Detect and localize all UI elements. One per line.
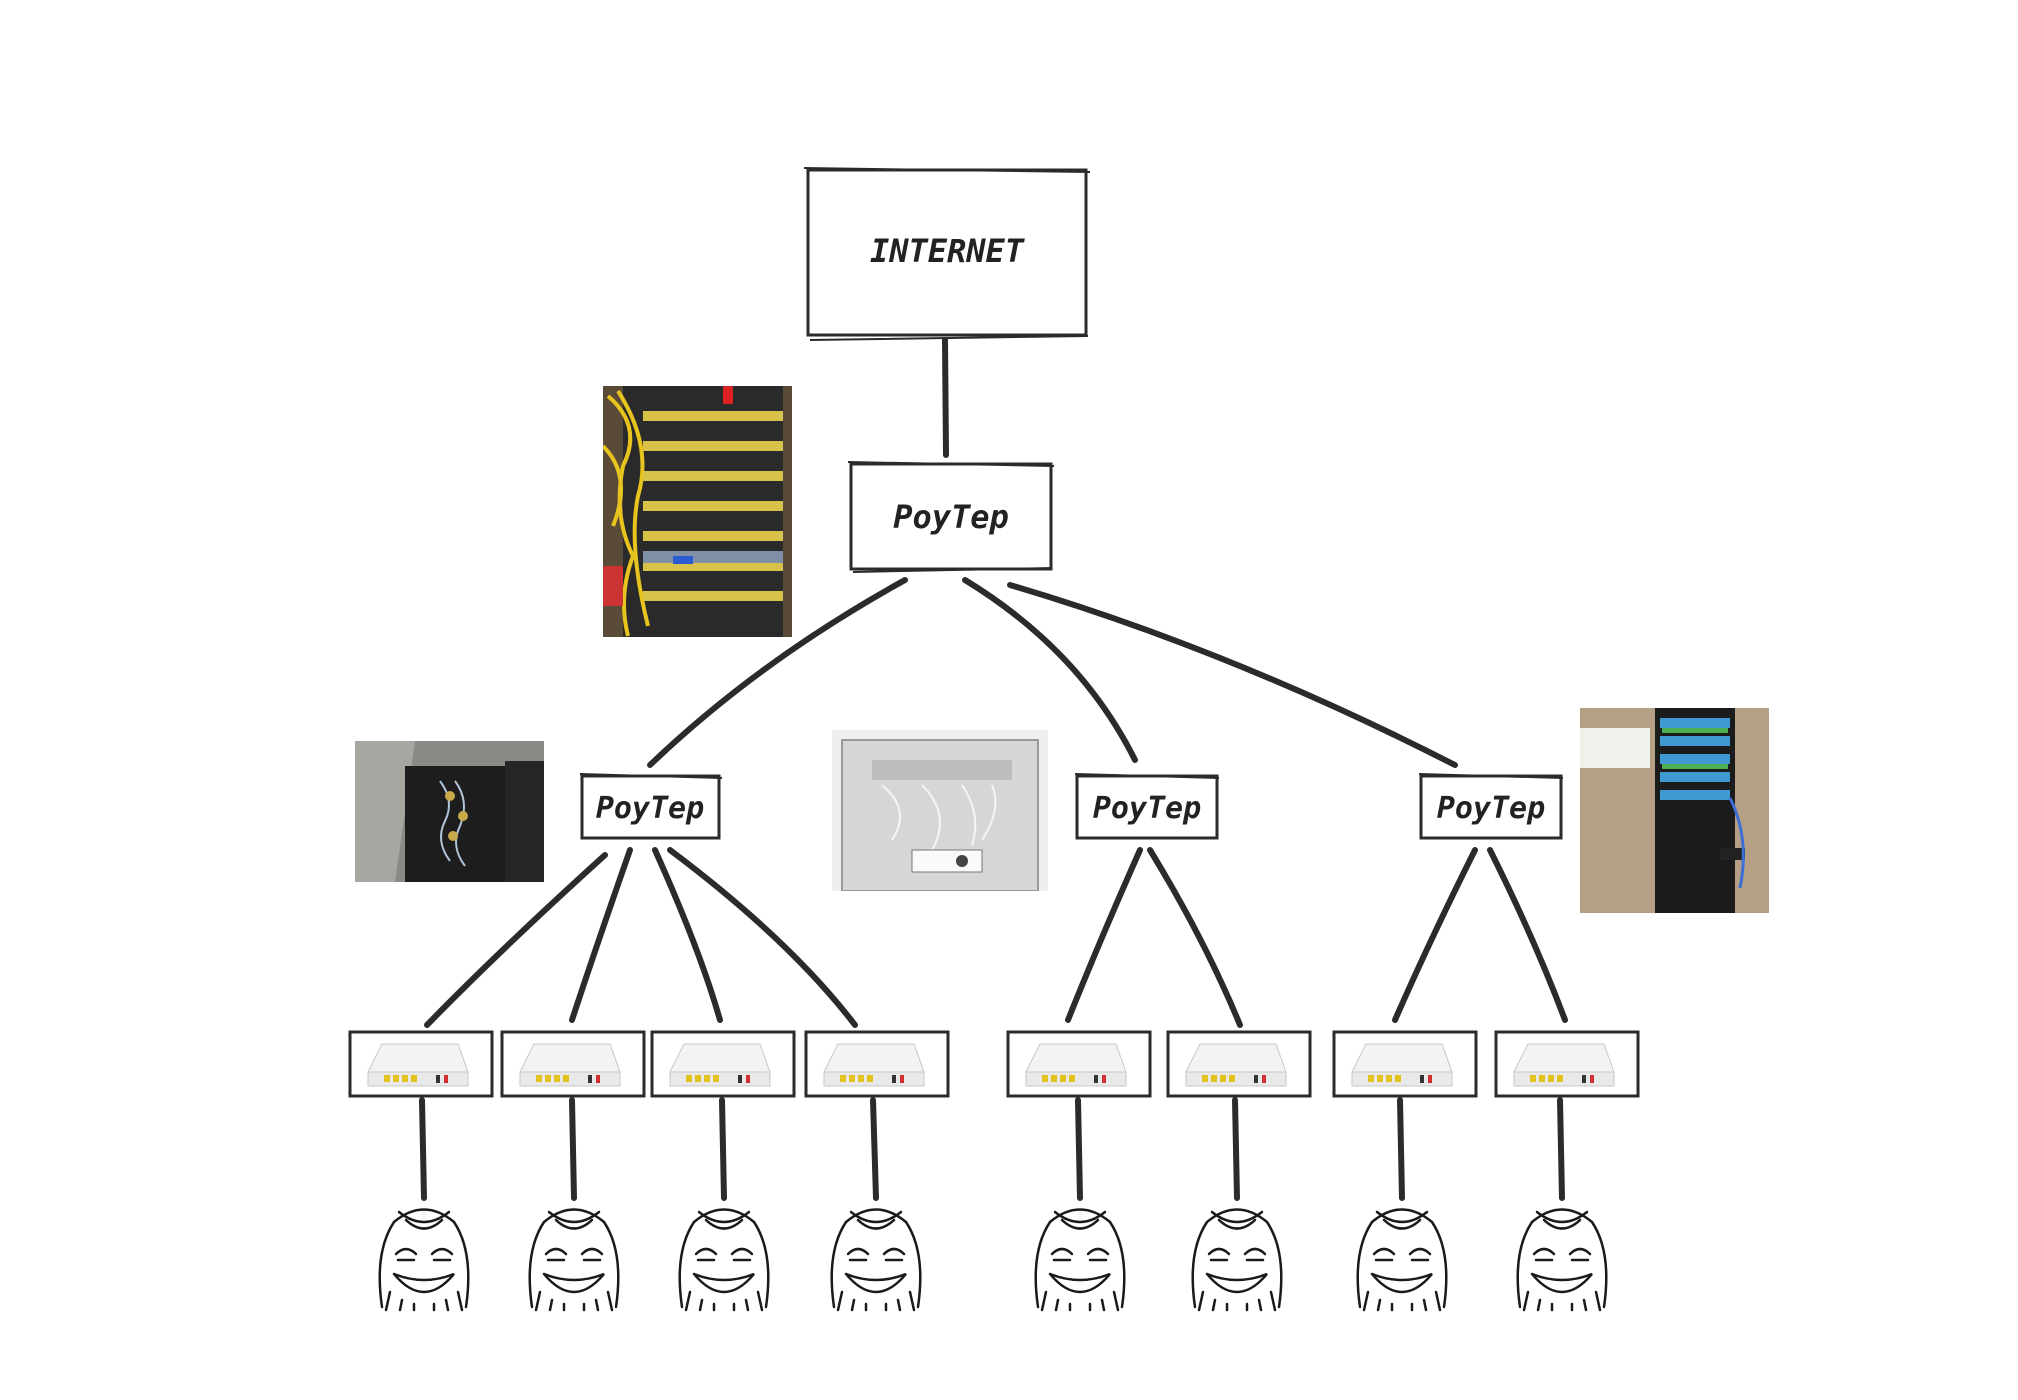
onu-modem-icon [1025, 1043, 1127, 1087]
modem-7 [1332, 1030, 1478, 1098]
line-modem-user-6 [1232, 1097, 1240, 1201]
onu-modem-icon [519, 1043, 621, 1087]
core-router-label: РоуТер [893, 498, 1009, 536]
line-r2-modem-5 [1065, 847, 1143, 1023]
line-core-router-1 [647, 577, 908, 768]
laughing-face-icon [1191, 1208, 1283, 1312]
modems-row [348, 1030, 1640, 1098]
laughing-face-icon [830, 1208, 922, 1312]
wall-network-box-photo [832, 730, 1048, 891]
laughing-face-icon [528, 1208, 620, 1312]
router-label-2: РоуТер [1093, 791, 1201, 826]
line-r1-modem-2 [569, 847, 633, 1023]
router-node-2: РоуТер [1074, 773, 1220, 840]
line-modem-user-2 [569, 1097, 577, 1201]
onu-modem-icon [1185, 1043, 1287, 1087]
line-internet-core [942, 337, 949, 458]
line-r3-modem-8 [1487, 847, 1568, 1023]
line-r1-modem-1 [424, 852, 608, 1028]
line-modem-user-8 [1557, 1097, 1565, 1201]
line-modem-user-1 [419, 1097, 427, 1201]
onu-modem-icon [1351, 1043, 1453, 1087]
laughing-face-icon [378, 1208, 470, 1312]
modem-3 [650, 1030, 796, 1098]
core-router-node: РоуТер [847, 461, 1055, 573]
modem-8 [1494, 1030, 1640, 1098]
router-node-1: РоуТер [579, 773, 723, 840]
line-core-router-3 [1007, 582, 1458, 768]
line-r3-modem-7 [1392, 847, 1478, 1023]
connectors [419, 337, 1568, 1201]
onu-modem-icon [367, 1043, 469, 1087]
users-row [378, 1208, 1608, 1312]
line-r1-modem-3 [652, 847, 723, 1023]
open-cabinet-photo [355, 741, 544, 882]
line-modem-user-4 [870, 1097, 879, 1201]
line-r1-modem-4 [667, 847, 858, 1028]
line-modem-user-5 [1075, 1097, 1083, 1201]
laughing-face-icon [678, 1208, 770, 1312]
router-label-3: РоуТер [1437, 791, 1545, 826]
router-label-1: РоуТер [596, 791, 704, 826]
onu-modem-icon [1513, 1043, 1615, 1087]
modem-5 [1006, 1030, 1152, 1098]
internet-label: INTERNET [870, 232, 1026, 270]
fiber-patch-rack-photo [603, 386, 792, 637]
modem-4 [804, 1030, 950, 1098]
modem-6 [1166, 1030, 1312, 1098]
line-modem-user-3 [719, 1097, 727, 1201]
server-rack-room-photo [1580, 708, 1769, 913]
laughing-face-icon [1034, 1208, 1126, 1312]
modem-2 [500, 1030, 646, 1098]
internet-node: INTERNET [803, 167, 1091, 341]
modem-1 [348, 1030, 494, 1098]
line-core-router-2 [962, 577, 1138, 763]
laughing-face-icon [1356, 1208, 1448, 1312]
line-r2-modem-6 [1147, 847, 1243, 1028]
laughing-face-icon [1516, 1208, 1608, 1312]
line-modem-user-7 [1397, 1097, 1405, 1201]
router-node-3: РоуТер [1418, 773, 1564, 840]
onu-modem-icon [823, 1043, 925, 1087]
onu-modem-icon [669, 1043, 771, 1087]
